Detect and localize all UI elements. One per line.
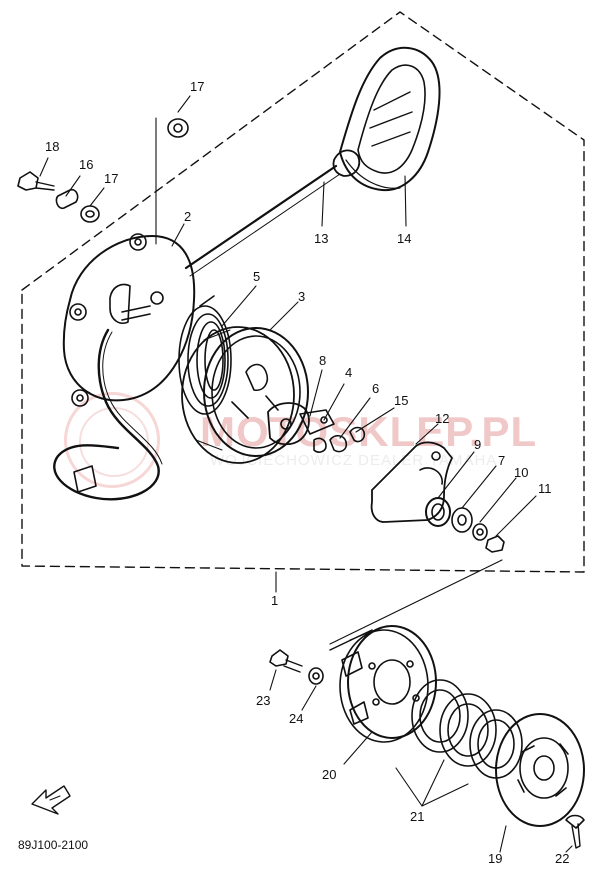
starter-rope bbox=[184, 149, 361, 277]
part-label-8: 8 bbox=[319, 353, 327, 368]
part-label-12: 12 bbox=[435, 411, 450, 426]
part-label-3: 3 bbox=[298, 289, 306, 304]
part-label-17b: 17 bbox=[104, 171, 119, 186]
friction-plate bbox=[370, 441, 453, 523]
front-arrow-icon bbox=[31, 785, 71, 815]
starter-case bbox=[53, 233, 196, 501]
part-label-20: 20 bbox=[322, 767, 337, 782]
part-label-19: 19 bbox=[488, 851, 503, 866]
part-label-10: 10 bbox=[514, 465, 529, 480]
part-label-24: 24 bbox=[289, 711, 304, 726]
part-label-6: 6 bbox=[372, 381, 380, 396]
shims bbox=[411, 679, 523, 779]
pawl-assembly bbox=[267, 402, 366, 453]
part-label-5: 5 bbox=[253, 269, 261, 284]
bolt-collar-parts bbox=[17, 118, 189, 223]
cover-plate bbox=[495, 713, 585, 827]
leader-lines bbox=[39, 95, 573, 853]
part-label-18: 18 bbox=[45, 139, 60, 154]
part-label-17: 17 bbox=[190, 79, 205, 94]
spiral-spring bbox=[178, 295, 232, 415]
part-label-2: 2 bbox=[184, 209, 192, 224]
part-label-14: 14 bbox=[397, 231, 412, 246]
part-label-21: 21 bbox=[410, 809, 425, 824]
part-label-23: 23 bbox=[256, 693, 271, 708]
part-label-22: 22 bbox=[555, 851, 570, 866]
rope-pulley bbox=[181, 326, 309, 464]
part-label-9: 9 bbox=[474, 437, 482, 452]
drawing-code: 89J100-2100 bbox=[18, 838, 89, 852]
part-label-7: 7 bbox=[498, 453, 506, 468]
part-label-15: 15 bbox=[394, 393, 409, 408]
part-label-11: 11 bbox=[538, 481, 552, 496]
assembly-outline bbox=[21, 11, 585, 573]
starter-pulley bbox=[329, 625, 437, 743]
part-label-1: 1 bbox=[271, 593, 279, 608]
part-label-16: 16 bbox=[79, 157, 94, 172]
part-label-4: 4 bbox=[345, 365, 353, 380]
starter-handle bbox=[339, 46, 441, 192]
lower-bolts bbox=[269, 649, 585, 849]
part-label-13: 13 bbox=[314, 231, 329, 246]
